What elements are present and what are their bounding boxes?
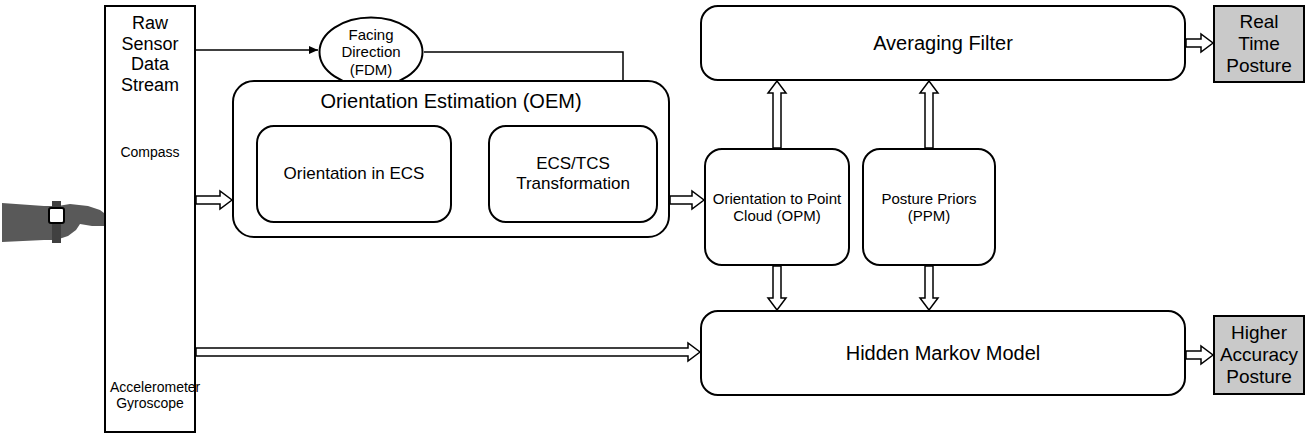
process-box: ECS/TCS Transformation (488, 125, 658, 223)
node-label: Orientation Estimation (OEM) (234, 90, 668, 113)
hollow-arrow (768, 81, 786, 148)
process-box: Averaging Filter (700, 5, 1186, 81)
node-label: Raw Sensor Data Stream (106, 13, 194, 96)
node-label: Averaging Filter (869, 32, 1017, 55)
sensor-stream-box: Raw Sensor Data StreamCompassAcceleromet… (104, 5, 196, 433)
hollow-arrow (1186, 346, 1213, 364)
process-ellipse: Facing Direction (FDM) (318, 14, 424, 90)
node-label: Hidden Markov Model (842, 342, 1045, 365)
hollow-arrow (1186, 34, 1213, 52)
hollow-arrow (920, 266, 938, 310)
node-label: ECS/TCS Transformation (490, 154, 656, 193)
icon-label: Compass (106, 144, 194, 160)
node-label: Facing Direction (FDM) (318, 26, 424, 78)
connector-line (196, 49, 318, 51)
icon-label: Accelerometer Gyroscope (106, 379, 194, 411)
process-box: Hidden Markov Model (700, 310, 1186, 396)
process-box: Orientation to Point Cloud (OPM) (704, 148, 850, 266)
module-group: Orientation Estimation (OEM) Orientation … (232, 80, 670, 238)
process-box: Orientation in ECS (256, 125, 452, 223)
output-box: Real Time Posture (1213, 5, 1305, 83)
output-box: Higher Accuracy Posture (1213, 315, 1305, 395)
node-label: Higher Accuracy Posture (1215, 322, 1303, 388)
process-box: Posture Priors (PPM) (862, 148, 996, 266)
hollow-arrow (670, 191, 704, 209)
watch-face (49, 208, 64, 223)
hollow-arrow (196, 343, 700, 361)
node-label: Orientation in ECS (280, 164, 429, 184)
hollow-arrow (768, 266, 786, 310)
node-label: Real Time Posture (1215, 11, 1303, 77)
hollow-arrow (196, 191, 232, 209)
node-label: Orientation to Point Cloud (OPM) (706, 190, 848, 225)
hollow-arrow (920, 81, 938, 148)
node-label: Posture Priors (PPM) (864, 190, 994, 225)
